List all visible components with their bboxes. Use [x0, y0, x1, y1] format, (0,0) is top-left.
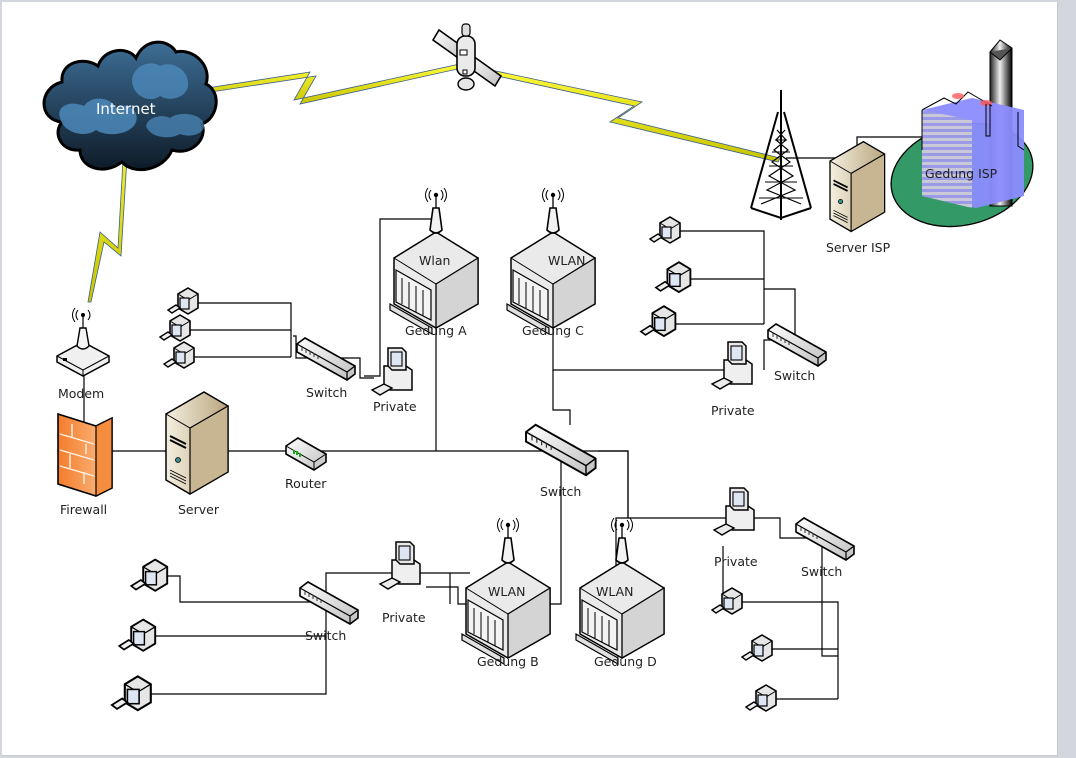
switch-icon: [767, 323, 827, 367]
switch-c[interactable]: Switch: [767, 323, 827, 383]
gedung-a-clients: [159, 287, 199, 369]
gedung-a-label: Gedung A: [405, 323, 467, 338]
firewall-label: Firewall: [60, 502, 107, 517]
client-pc-icon[interactable]: [159, 314, 191, 342]
router-icon: [285, 437, 327, 471]
link-client-d1: [731, 601, 839, 699]
switch-icon: [296, 337, 356, 381]
network-links: [83, 136, 955, 700]
cloud-highlight: [132, 63, 189, 100]
switch-c-label: Switch: [774, 368, 815, 383]
office-building-icon: [890, 39, 1034, 228]
gedung-c-wlan-label: WLAN: [548, 253, 586, 268]
client-pc-icon[interactable]: [110, 675, 152, 712]
private-b[interactable]: Private: [379, 541, 426, 625]
client-pc-icon[interactable]: [130, 558, 169, 592]
modem[interactable]: Modem: [56, 307, 110, 401]
private-b-label: Private: [382, 610, 426, 625]
router[interactable]: Router: [285, 437, 327, 491]
satellite[interactable]: [431, 23, 503, 91]
lightning-satellite-tower: [469, 65, 781, 163]
switch-d-label: Switch: [801, 564, 842, 579]
gedung-c[interactable]: WLAN Gedung C: [506, 187, 596, 338]
satellite-icon: [431, 23, 503, 91]
gedung-b-label: Gedung B: [477, 654, 539, 669]
server-icon: [165, 391, 229, 495]
cloud-highlight: [59, 98, 137, 135]
switch-a[interactable]: Switch: [296, 337, 356, 400]
server[interactable]: Server: [165, 391, 229, 517]
link-core-gedung-b: [426, 445, 562, 605]
gedung-isp[interactable]: Gedung ISP: [880, 39, 1044, 241]
gedung-c-label: Gedung C: [522, 323, 584, 338]
gedung-d-label: Gedung D: [594, 654, 657, 669]
link-core-gedung-c: [552, 370, 571, 425]
client-pc-icon[interactable]: [711, 587, 743, 615]
server-label: Server: [178, 502, 220, 517]
gedung-c-clients: [639, 216, 692, 338]
gedung-d-clients: [711, 587, 777, 712]
gedung-b-wlan-label: WLAN: [488, 584, 526, 599]
internet-label: Internet: [96, 100, 156, 118]
diagram-canvas: Internet Server ISP: [2, 2, 1058, 756]
client-pc-icon[interactable]: [745, 684, 777, 712]
server-icon: [829, 140, 886, 233]
private-c-label: Private: [711, 403, 755, 418]
firewall-icon: [57, 412, 113, 497]
gedung-b[interactable]: WLAN Gedung B: [461, 517, 551, 669]
switch-core-label: Switch: [540, 484, 581, 499]
firewall[interactable]: Firewall: [57, 412, 113, 517]
switch-b[interactable]: Switch: [299, 581, 359, 643]
server-isp[interactable]: Server ISP: [826, 140, 891, 255]
radio-tower-icon: [750, 90, 812, 220]
link-gedung-a-private: [364, 218, 434, 377]
server-isp-label: Server ISP: [826, 240, 891, 255]
private-c[interactable]: Private: [711, 341, 755, 418]
workstation-icon: [713, 487, 755, 536]
client-pc-icon[interactable]: [639, 305, 677, 338]
modem-label: Modem: [58, 386, 104, 401]
link-client-a1: [187, 302, 292, 357]
gedung-d-wlan-label: WLAN: [596, 584, 634, 599]
private-d[interactable]: Private: [713, 487, 758, 569]
workstation-icon: [371, 347, 413, 396]
link-client-b3: [128, 572, 470, 695]
gedung-a-wlan-label: Wlan: [419, 253, 450, 268]
client-pc-icon[interactable]: [649, 216, 681, 244]
gedung-b-clients: [110, 558, 169, 712]
router-label: Router: [285, 476, 327, 491]
client-pc-icon[interactable]: [654, 261, 692, 294]
switch-b-label: Switch: [305, 628, 346, 643]
switch-core[interactable]: Switch: [525, 423, 597, 499]
private-a[interactable]: Private: [371, 347, 417, 414]
link-client-c1: [668, 230, 765, 324]
client-pc-icon[interactable]: [163, 341, 195, 369]
client-pc-icon[interactable]: [118, 618, 157, 652]
gedung-isp-label: Gedung ISP: [925, 166, 998, 181]
gedung-d[interactable]: WLAN Gedung D: [575, 517, 665, 669]
switch-icon: [795, 517, 855, 561]
switch-a-label: Switch: [306, 385, 347, 400]
client-pc-icon[interactable]: [167, 287, 199, 315]
link-client-b1: [148, 575, 318, 603]
cloud-highlight: [146, 113, 204, 138]
wireless-modem-icon: [56, 307, 110, 377]
gedung-a[interactable]: Wlan Gedung A: [389, 187, 479, 338]
switch-d[interactable]: Switch: [795, 517, 855, 579]
workstation-icon: [379, 541, 421, 590]
link-private-d-switch: [742, 517, 838, 657]
private-a-label: Private: [373, 399, 417, 414]
internet-cloud[interactable]: Internet: [42, 40, 218, 172]
switch-icon: [299, 581, 359, 625]
client-pc-icon[interactable]: [741, 634, 773, 662]
private-d-label: Private: [714, 554, 758, 569]
network-diagram: Internet Server ISP: [42, 23, 1044, 712]
radio-tower[interactable]: [750, 90, 812, 220]
workstation-icon: [711, 341, 753, 390]
